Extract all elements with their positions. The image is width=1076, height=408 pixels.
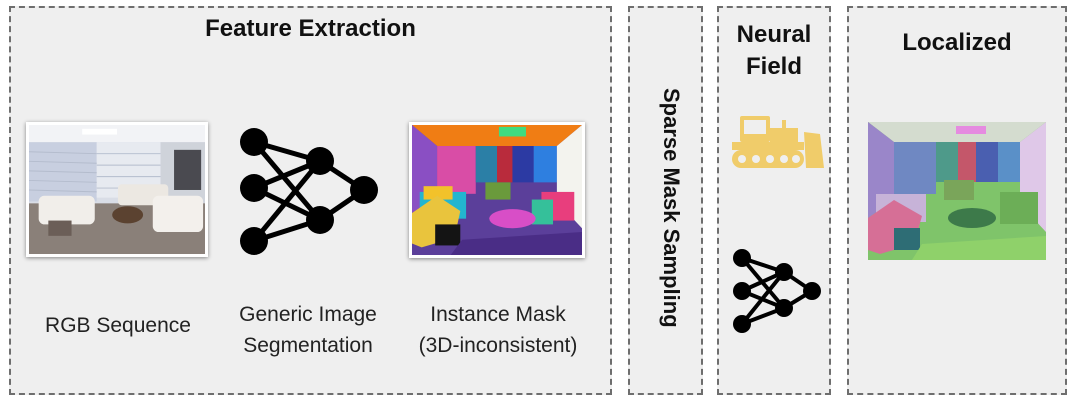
localized-title: Localized [902, 29, 1012, 56]
instance-mask-caption-line2: (3D-inconsistent) [418, 334, 578, 357]
feature-extraction-title: Feature Extraction [205, 15, 416, 42]
living-room-photo [29, 125, 205, 254]
neural-field-title-line2: Field [745, 53, 802, 80]
rgb-sequence-image [26, 122, 208, 257]
neural-field-title-line1: Neural [736, 21, 812, 48]
sparse-mask-sampling-label: Sparse Mask Sampling [659, 88, 684, 328]
instance-mask-image [409, 122, 585, 258]
sparse-mask-sampling-panel [628, 6, 703, 395]
localized-image [868, 122, 1046, 260]
instance-mask-caption-line1: Instance Mask [430, 303, 566, 326]
localized-render [868, 122, 1046, 260]
segmentation-caption-line1: Generic Image [239, 303, 377, 326]
neural-network-icon [240, 128, 378, 255]
rgb-sequence-caption: RGB Sequence [45, 314, 191, 337]
bulldozer-icon [732, 116, 824, 168]
instance-mask-render [412, 125, 582, 255]
sparse-mask-sampling-title: Sparse Mask Sampling [641, 58, 701, 358]
segmentation-caption-line2: Segmentation [243, 334, 373, 357]
neural-field-network-icon [733, 249, 821, 333]
